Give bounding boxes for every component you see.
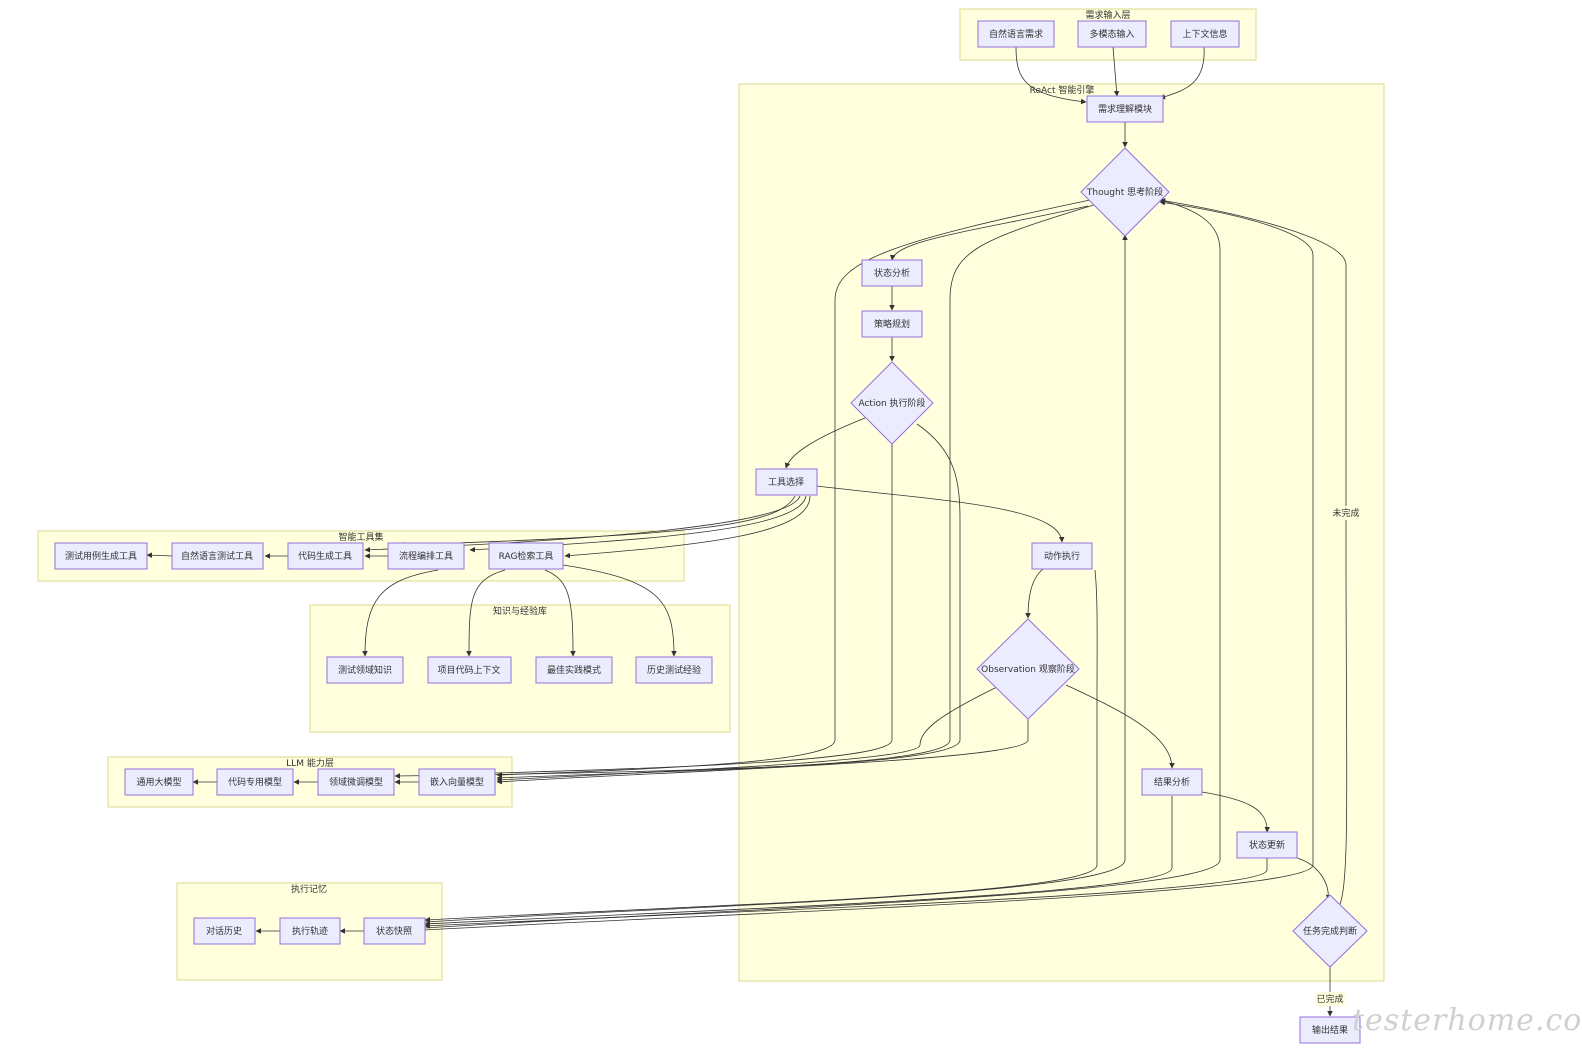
svg-text:结果分析: 结果分析 bbox=[1154, 776, 1190, 788]
svg-text:嵌入向量模型: 嵌入向量模型 bbox=[430, 776, 484, 788]
svg-text:动作执行: 动作执行 bbox=[1044, 550, 1080, 562]
svg-text:自然语言测试工具: 自然语言测试工具 bbox=[181, 550, 253, 562]
node-state-snapshot[interactable]: 状态快照 bbox=[363, 917, 426, 945]
watermark: testerhome.com bbox=[1352, 1003, 1582, 1038]
node-general-llm[interactable]: 通用大模型 bbox=[124, 768, 194, 796]
svg-text:Action 执行阶段: Action 执行阶段 bbox=[858, 397, 925, 409]
svg-text:代码专用模型: 代码专用模型 bbox=[228, 776, 282, 788]
node-task-complete-decision[interactable]: 任务完成判断 bbox=[1292, 894, 1368, 968]
svg-text:执行轨迹: 执行轨迹 bbox=[292, 925, 328, 937]
svg-text:Observation 观察阶段: Observation 观察阶段 bbox=[981, 663, 1075, 675]
node-project-context[interactable]: 项目代码上下文 bbox=[427, 656, 512, 684]
edge-label-done: 已完成 bbox=[1315, 992, 1345, 1006]
node-embedding-llm[interactable]: 嵌入向量模型 bbox=[418, 768, 496, 796]
svg-text:状态快照: 状态快照 bbox=[376, 925, 412, 937]
cluster-knowledge-label: 知识与经验库 bbox=[493, 605, 547, 617]
svg-text:任务完成判断: 任务完成判断 bbox=[1303, 925, 1357, 937]
edges bbox=[146, 46, 1348, 1017]
node-testcase-gen-tool[interactable]: 测试用例生成工具 bbox=[54, 542, 148, 570]
svg-text:测试用例生成工具: 测试用例生成工具 bbox=[65, 550, 137, 562]
node-multimodal-input[interactable]: 多模态输入 bbox=[1077, 20, 1147, 48]
edge-label-not-done: 未完成 bbox=[1331, 506, 1361, 520]
svg-text:策略规划: 策略规划 bbox=[874, 318, 910, 330]
svg-text:对话历史: 对话历史 bbox=[206, 925, 242, 937]
svg-text:Thought 思考阶段: Thought 思考阶段 bbox=[1086, 186, 1163, 198]
svg-text:RAG检索工具: RAG检索工具 bbox=[499, 550, 554, 562]
node-exec-trace[interactable]: 执行轨迹 bbox=[279, 917, 341, 945]
svg-text:项目代码上下文: 项目代码上下文 bbox=[437, 664, 500, 676]
svg-text:自然语言需求: 自然语言需求 bbox=[989, 28, 1043, 40]
node-action-execution[interactable]: 动作执行 bbox=[1031, 542, 1093, 570]
node-nl-test-tool[interactable]: 自然语言测试工具 bbox=[171, 542, 264, 570]
svg-text:代码生成工具: 代码生成工具 bbox=[298, 550, 352, 562]
node-action-decision[interactable]: Action 执行阶段 bbox=[850, 361, 934, 445]
cluster-input-label: 需求输入层 bbox=[1085, 9, 1130, 21]
svg-text:状态分析: 状态分析 bbox=[874, 267, 910, 279]
node-nl-requirement[interactable]: 自然语言需求 bbox=[977, 20, 1055, 48]
node-strategy-planning[interactable]: 策略规划 bbox=[861, 310, 923, 338]
node-flow-orchestration-tool[interactable]: 流程编排工具 bbox=[387, 542, 465, 570]
cluster-memory-label: 执行记忆 bbox=[291, 883, 327, 895]
node-state-update[interactable]: 状态更新 bbox=[1236, 831, 1298, 859]
svg-text:历史测试经验: 历史测试经验 bbox=[647, 664, 701, 676]
node-finetune-llm[interactable]: 领域微调模型 bbox=[317, 768, 395, 796]
node-domain-knowledge[interactable]: 测试领域知识 bbox=[326, 656, 404, 684]
svg-text:流程编排工具: 流程编排工具 bbox=[399, 550, 453, 562]
svg-text:工具选择: 工具选择 bbox=[768, 476, 804, 488]
node-state-analysis[interactable]: 状态分析 bbox=[861, 259, 923, 287]
node-req-understanding[interactable]: 需求理解模块 bbox=[1086, 95, 1164, 123]
svg-text:已完成: 已完成 bbox=[1316, 993, 1343, 1005]
svg-text:输出结果: 输出结果 bbox=[1312, 1024, 1348, 1036]
node-dialog-history[interactable]: 对话历史 bbox=[193, 917, 256, 945]
cluster-tools-label: 智能工具集 bbox=[338, 531, 383, 543]
svg-text:测试领域知识: 测试领域知识 bbox=[338, 664, 392, 676]
node-history-experience[interactable]: 历史测试经验 bbox=[635, 656, 713, 684]
svg-text:上下文信息: 上下文信息 bbox=[1182, 28, 1227, 40]
node-code-llm[interactable]: 代码专用模型 bbox=[216, 768, 294, 796]
svg-text:状态更新: 状态更新 bbox=[1249, 839, 1285, 851]
node-result-analysis[interactable]: 结果分析 bbox=[1141, 768, 1203, 796]
cluster-llm-label: LLM 能力层 bbox=[286, 757, 334, 769]
svg-text:未完成: 未完成 bbox=[1332, 507, 1359, 519]
svg-text:最佳实践模式: 最佳实践模式 bbox=[547, 664, 601, 676]
node-output-result[interactable]: 输出结果 bbox=[1299, 1016, 1361, 1044]
node-observation-decision[interactable]: Observation 观察阶段 bbox=[976, 618, 1080, 720]
svg-text:通用大模型: 通用大模型 bbox=[136, 776, 181, 788]
svg-text:多模态输入: 多模态输入 bbox=[1089, 28, 1134, 40]
svg-text:领域微调模型: 领域微调模型 bbox=[329, 776, 383, 788]
cluster-react-label: ReAct 智能引擎 bbox=[1030, 84, 1095, 96]
node-context-info[interactable]: 上下文信息 bbox=[1170, 20, 1240, 48]
node-thought-decision[interactable]: Thought 思考阶段 bbox=[1080, 147, 1170, 237]
node-tool-selection[interactable]: 工具选择 bbox=[755, 468, 818, 496]
node-rag-tool[interactable]: RAG检索工具 bbox=[488, 542, 564, 570]
node-code-gen-tool[interactable]: 代码生成工具 bbox=[287, 542, 364, 570]
node-best-practice[interactable]: 最佳实践模式 bbox=[535, 656, 613, 684]
svg-text:需求理解模块: 需求理解模块 bbox=[1098, 103, 1152, 115]
